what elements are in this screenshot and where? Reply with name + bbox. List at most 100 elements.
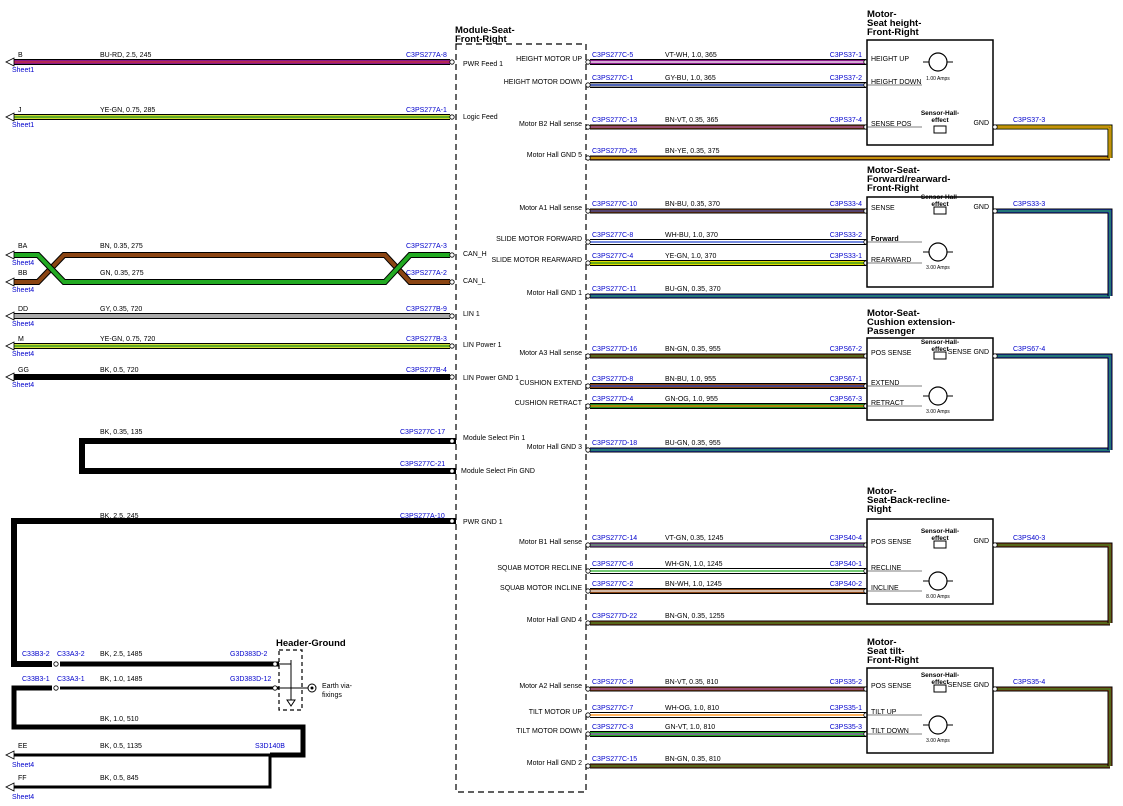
- motor-gnd-label: SENSE GND: [948, 349, 989, 356]
- right-wire-dest: C3PS40-2: [830, 581, 862, 588]
- left-wire-sheet[interactable]: Sheet4: [12, 321, 34, 328]
- left-wire-sheet[interactable]: Sheet4: [12, 260, 34, 267]
- motor-pin-label: TILT DOWN: [871, 728, 909, 735]
- right-wire-dest: C3PS67-2: [830, 346, 862, 353]
- pwr-gnd-conn: C3PS277A-10: [400, 513, 445, 520]
- right-wire-dest: C3PS37-1: [830, 52, 862, 59]
- right-wire-pin-label: Motor Hall GND 5: [527, 152, 582, 159]
- left-wire-conn: C3PS277A-1: [406, 107, 447, 114]
- hall-sensor-icon: [933, 206, 947, 215]
- pin-terminal: [272, 685, 278, 691]
- pin-terminal: [449, 518, 455, 524]
- sheet-arrow-icon: [5, 311, 15, 321]
- right-wire-spec: VT-GN, 0.35, 1245: [665, 535, 723, 542]
- motor-amps: 3.00 Amps: [926, 409, 950, 415]
- module-select-spec: BK, 0.35, 135: [100, 429, 143, 436]
- left-wire-sheet[interactable]: Sheet4: [12, 287, 34, 294]
- right-wire-spec: WH-GN, 1.0, 1245: [665, 561, 723, 568]
- left-wire-sheet[interactable]: Sheet1: [12, 67, 34, 74]
- sheet-arrow-icon: [5, 277, 15, 287]
- sensor-label: effect: [931, 117, 949, 124]
- motor-pin-label: EXTEND: [871, 380, 899, 387]
- right-wire-pin-label: SQUAB MOTOR RECLINE: [497, 565, 582, 572]
- sheet-arrow-icon: [5, 250, 15, 260]
- sensor-label: Sensor-Hall-: [921, 672, 959, 679]
- motor-title: Front-Right: [867, 183, 920, 194]
- sensor-label: Sensor-Hall-: [921, 110, 959, 117]
- motor-gnd-return-wire: [993, 208, 1113, 296]
- left-wire-spec: BU-RD, 2.5, 245: [100, 52, 151, 59]
- left-wire-letter: GG: [18, 367, 29, 374]
- pin-terminal: [449, 313, 455, 319]
- ground-row-1-spec: BK, 2.5, 1485: [100, 651, 143, 658]
- left-wire-conn: C3PS277B-3: [406, 336, 447, 343]
- right-wire-spec: YE-GN, 1.0, 370: [665, 253, 716, 260]
- motor-title: Front-Right: [867, 655, 920, 666]
- right-wire-conn: C3PS277C-14: [592, 535, 637, 542]
- motor-gnd-return-wire: [993, 542, 1113, 623]
- pin-terminal: [585, 588, 591, 594]
- pin-terminal: [53, 661, 59, 667]
- motor-amps: 3.00 Amps: [926, 738, 950, 744]
- left-wire-conn: C3PS277B-4: [406, 367, 447, 374]
- pin-terminal: [585, 260, 591, 266]
- left-wire-pin-label: CAN_L: [463, 278, 486, 285]
- left-wire-spec: GY, 0.35, 720: [100, 306, 142, 313]
- left-wire-pin-label: LIN Power 1: [463, 342, 502, 349]
- right-wire-spec: BU-GN, 0.35, 370: [665, 286, 721, 293]
- left-wire-letter: M: [18, 336, 24, 343]
- pin-terminal: [585, 239, 591, 245]
- sheet-arrow-icon: [5, 750, 15, 760]
- motor-gnd-conn: C3PS40-3: [1013, 535, 1045, 542]
- left-wire-spec: BK, 0.5, 720: [100, 367, 139, 374]
- pin-terminal: [585, 155, 591, 161]
- ff-sheet[interactable]: Sheet4: [12, 794, 34, 801]
- left-wire-sheet[interactable]: Sheet1: [12, 122, 34, 129]
- motor-2: Motor-Seat-Forward/rearward-Front-RightS…: [866, 165, 1113, 296]
- right-wire-conn: C3PS277C-8: [592, 232, 633, 239]
- left-wire-conn: C3PS277A-8: [406, 52, 447, 59]
- hall-sensor-icon: [933, 684, 947, 693]
- motor-title: Passenger: [867, 326, 915, 337]
- left-wire-sheet[interactable]: Sheet4: [12, 351, 34, 358]
- right-wire-dest: C3PS37-2: [830, 75, 862, 82]
- pin-terminal: [585, 731, 591, 737]
- right-wire-conn: C3PS277C-7: [592, 705, 633, 712]
- motor-box: [866, 667, 994, 754]
- earth-label-line2: fixings: [322, 692, 342, 699]
- motor-pin-label: RETRACT: [871, 400, 905, 407]
- motor-title: Motor-Seat-: [867, 165, 920, 176]
- left-wire-letter: DD: [18, 306, 28, 313]
- pin-terminal: [585, 353, 591, 359]
- pin-terminal: [585, 293, 591, 299]
- pin-terminal: [585, 542, 591, 548]
- pin-terminal: [449, 114, 455, 120]
- motor-gnd-conn: C3PS67-4: [1013, 346, 1045, 353]
- header-ground-title: Header-Ground: [276, 638, 346, 649]
- pin-terminal: [992, 353, 998, 359]
- ee-sheet[interactable]: Sheet4: [12, 762, 34, 769]
- left-wire-sheet[interactable]: Sheet4: [12, 382, 34, 389]
- motor-gnd-label: SENSE GND: [948, 682, 989, 689]
- right-wire-dest: C3PS67-1: [830, 376, 862, 383]
- motor-pin-label: RECLINE: [871, 565, 902, 572]
- motor-gnd-return-wire: [993, 124, 1113, 158]
- ground-row-1-g: G3D383D-2: [230, 651, 267, 658]
- right-wire-conn: C3PS277D-8: [592, 376, 633, 383]
- left-wire-letter: BA: [18, 243, 28, 250]
- ff-spec: BK, 0.5, 845: [100, 775, 139, 782]
- right-wire-spec: BN-WH, 1.0, 1245: [665, 581, 722, 588]
- right-wire-dest: C3PS37-4: [830, 117, 862, 124]
